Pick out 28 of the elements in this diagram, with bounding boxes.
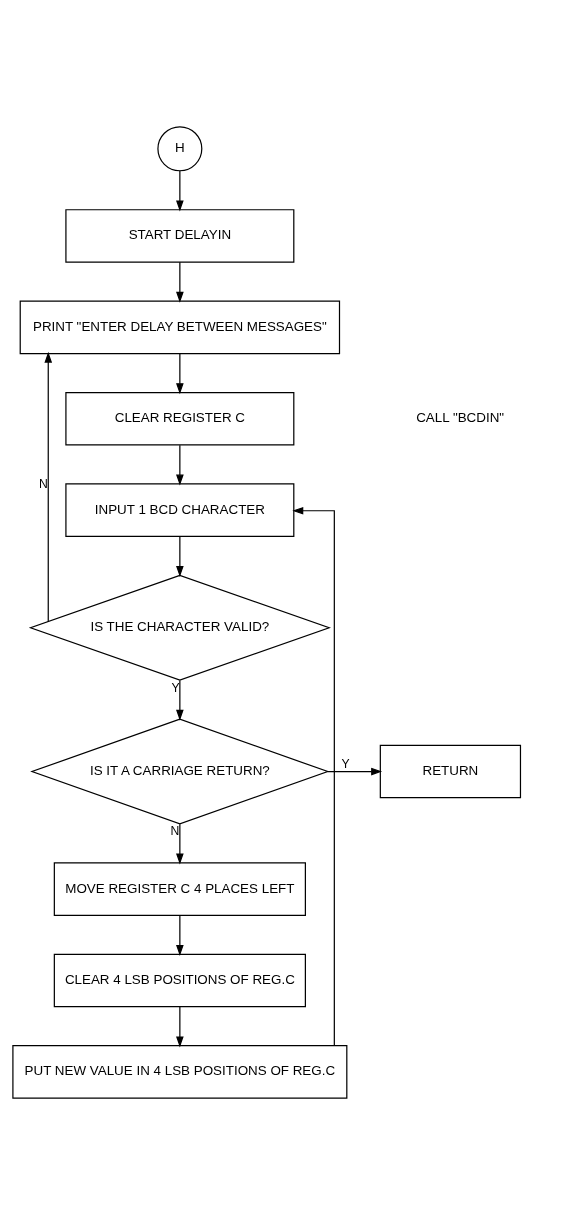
arrow (176, 679, 184, 721)
arrow (176, 352, 184, 394)
node-box: INPUT 1 BCD CHARACTER (65, 482, 295, 537)
node-box: PRINT "ENTER DELAY BETWEEN MESSAGES" (19, 300, 341, 354)
node-diamond: IS IT A CARRIAGE RETURN? (30, 718, 330, 825)
arrow (327, 767, 383, 775)
arrow (176, 261, 184, 303)
arrow (292, 506, 335, 1046)
node-box: RETURN (379, 744, 522, 798)
arrow (44, 351, 53, 622)
node-diamond: IS THE CHARACTER VALID? (28, 574, 331, 681)
edge-label: Y (171, 680, 180, 695)
node-box: START DELAYIN (65, 208, 295, 263)
edge-label: N (38, 476, 48, 491)
arrow (176, 535, 184, 577)
arrow (176, 169, 184, 211)
node-box: PUT NEW VALUE IN 4 LSB POSITIONS OF REG.C (12, 1044, 348, 1099)
arrow (176, 823, 184, 864)
node-circle: H (157, 125, 203, 171)
edge-label: N (170, 823, 180, 838)
arrow (176, 444, 184, 486)
node-box: MOVE REGISTER C 4 PLACES LEFT (53, 861, 306, 916)
edge-label: Y (341, 756, 350, 771)
arrow (176, 914, 184, 956)
node-box: CLEAR 4 LSB POSITIONS OF REG.C (53, 953, 306, 1007)
arrow (176, 1005, 184, 1047)
node-box: CLEAR REGISTER C (65, 391, 295, 446)
label: CALL "BCDIN" (416, 409, 505, 425)
